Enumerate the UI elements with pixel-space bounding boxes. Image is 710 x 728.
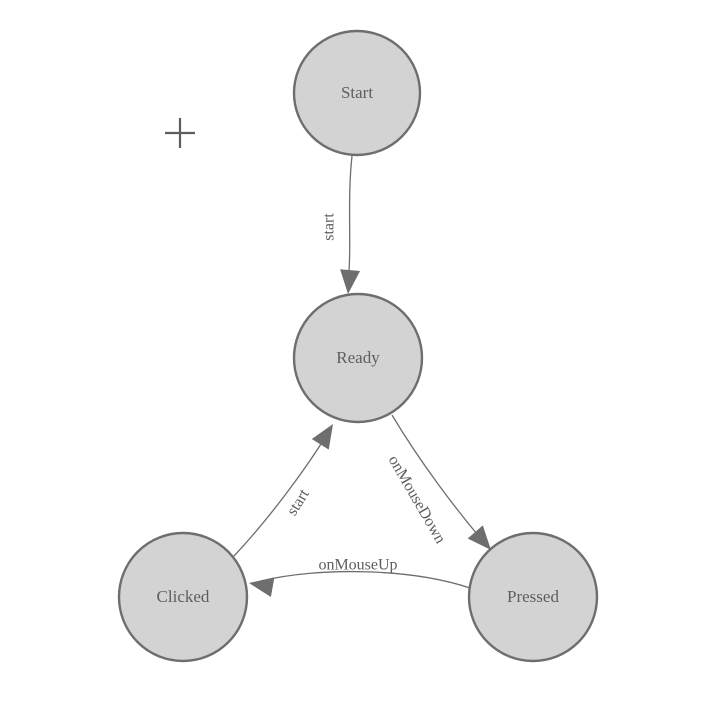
edge-label: onMouseDown — [385, 453, 449, 547]
node-shape[interactable] — [292, 29, 422, 157]
node-shape[interactable] — [117, 531, 249, 663]
edge-clicked-to-ready[interactable]: start — [233, 419, 341, 557]
edge-start-to-ready[interactable]: start — [321, 155, 361, 295]
node-pressed[interactable]: Pressed — [467, 531, 599, 663]
edge-line[interactable] — [347, 155, 353, 283]
node-start[interactable]: Start — [292, 29, 422, 157]
node-ready[interactable]: Ready — [292, 292, 424, 424]
arrow-head-icon — [311, 424, 333, 450]
node-shape[interactable] — [292, 292, 424, 424]
node-clicked[interactable]: Clicked — [117, 531, 249, 663]
node-shape[interactable] — [467, 531, 599, 663]
arrow-head-icon — [249, 577, 275, 598]
arrow-head-icon — [467, 525, 491, 550]
crosshair-icon — [165, 118, 195, 148]
edge-ready-to-pressed[interactable]: onMouseDown — [385, 414, 499, 557]
edge-pressed-to-clicked[interactable]: onMouseUp — [247, 557, 471, 598]
arrow-head-icon — [340, 269, 361, 294]
cursor-layer — [165, 118, 195, 148]
edge-line[interactable] — [233, 435, 327, 557]
edge-line[interactable] — [260, 570, 471, 589]
edge-line[interactable] — [391, 414, 483, 541]
edge-label: start — [321, 213, 338, 241]
